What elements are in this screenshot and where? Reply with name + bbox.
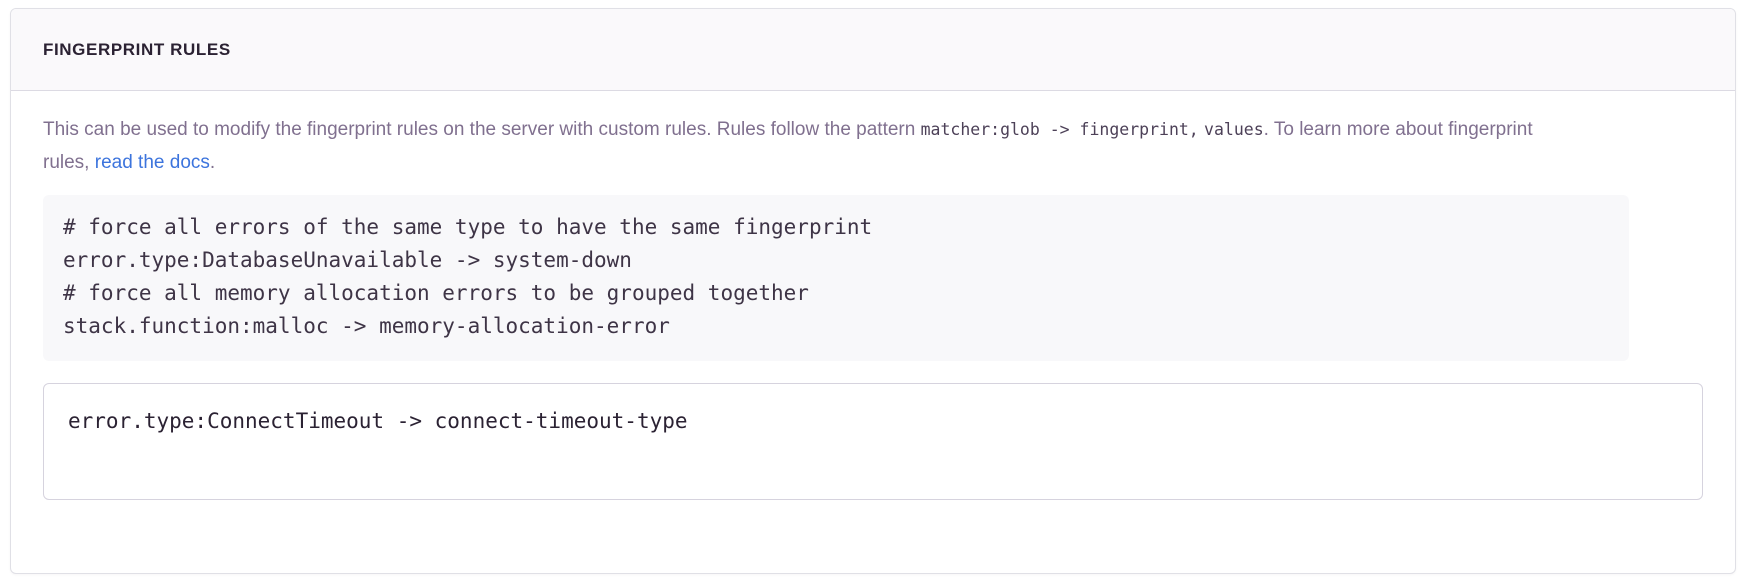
example-code-block: # force all errors of the same type to h… — [43, 195, 1629, 361]
panel-header: FINGERPRINT RULES — [11, 9, 1735, 91]
panel-description: This can be used to modify the fingerpri… — [43, 113, 1553, 179]
inline-code-values: values — [1204, 120, 1264, 139]
read-the-docs-link[interactable]: read the docs — [94, 152, 210, 173]
page-title: FINGERPRINT RULES — [43, 40, 231, 59]
description-text-after-link: . — [209, 152, 216, 173]
description-text-middle: . To learn more about fingerprint rules, — [43, 119, 1533, 173]
example-code-text: # force all errors of the same type to h… — [63, 215, 873, 338]
fingerprint-rules-panel: FINGERPRINT RULES This can be used to mo… — [10, 8, 1736, 574]
inline-code-pattern: matcher:glob -> fingerprint, — [920, 120, 1199, 139]
fingerprint-rules-input[interactable] — [43, 383, 1703, 500]
panel-body: This can be used to modify the fingerpri… — [11, 91, 1735, 500]
description-text-before-code: This can be used to modify the fingerpri… — [43, 119, 921, 140]
